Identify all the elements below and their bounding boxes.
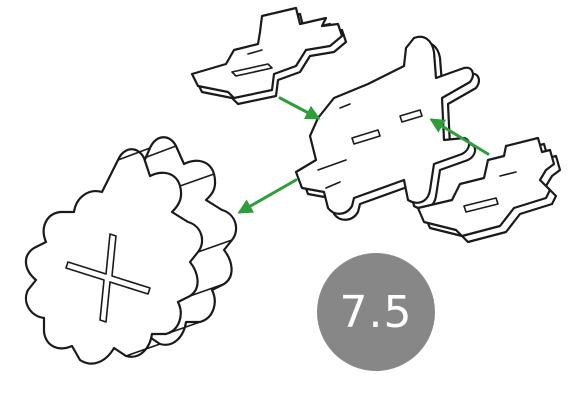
center-cross-piece (296, 37, 479, 220)
step-number-badge: 7.5 (317, 253, 435, 371)
step-number-label: 7.5 (340, 287, 413, 338)
gear-wheel (26, 137, 236, 363)
arrow-top-piece (280, 98, 318, 118)
arrow-to-gear (240, 180, 296, 212)
top-key-piece (192, 8, 346, 104)
